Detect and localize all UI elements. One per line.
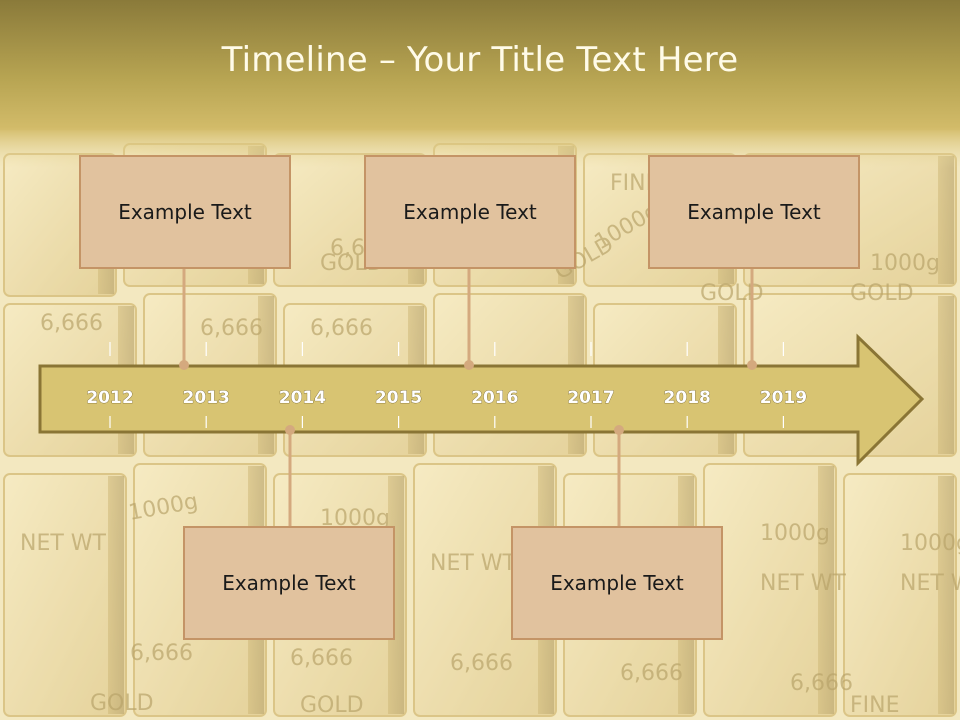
gold-bar-engraving: GOLD [850, 281, 914, 306]
event-box-4[interactable]: Example Text [183, 526, 395, 640]
gold-bar-engraving: 6,666 [450, 651, 513, 676]
event-connector-dot [179, 360, 189, 370]
event-box-5[interactable]: Example Text [511, 526, 723, 640]
gold-bar-engraving: 6,666 [290, 646, 353, 671]
event-connector-dot [614, 425, 624, 435]
gold-bar-engraving: NET WT [900, 571, 960, 596]
gold-bar-shadow [108, 476, 124, 714]
gold-bar-engraving: GOLD [700, 281, 764, 306]
year-label: 2018 [664, 388, 711, 408]
gold-bar-engraving: NET WT [430, 551, 517, 576]
gold-bar-shadow [938, 296, 954, 454]
gold-bar-shadow [938, 156, 954, 284]
gold-bar-shadow [818, 466, 834, 714]
event-box-1[interactable]: Example Text [79, 155, 291, 269]
year-label: 2016 [471, 388, 518, 408]
timeline-arrow [38, 333, 925, 467]
year-label: 2015 [375, 388, 422, 408]
gold-bar-engraving: 6,666 [200, 316, 263, 341]
gold-bar-engraving: 6,666 [790, 671, 853, 696]
gold-bar-engraving: 1000g [900, 531, 960, 556]
event-box-3[interactable]: Example Text [648, 155, 860, 269]
gold-bar-shadow [938, 476, 954, 714]
gold-bar-engraving: 1000g [760, 521, 830, 546]
gold-bar-engraving: NET WT [20, 531, 107, 556]
gold-bar-engraving: FINE [850, 693, 900, 718]
gold-bar-engraving: GOLD [300, 693, 364, 718]
gold-bar-shape [843, 473, 957, 717]
event-box-2[interactable]: Example Text [364, 155, 576, 269]
year-label: 2017 [567, 388, 614, 408]
gold-bar-shape [3, 473, 127, 717]
gold-bar-engraving: 6,666 [40, 311, 103, 336]
gold-bar-engraving: 6,666 [130, 641, 193, 666]
year-label: 2012 [86, 388, 133, 408]
gold-bar-engraving: 6,666 [620, 661, 683, 686]
year-label: 2014 [279, 388, 326, 408]
gold-bar-engraving: 1000g [870, 251, 940, 276]
event-connector-dot [285, 425, 295, 435]
event-connector-dot [464, 360, 474, 370]
gold-bar-engraving: GOLD [90, 691, 154, 716]
slide-title: Timeline – Your Title Text Here [221, 40, 739, 80]
gold-bar-engraving: NET WT [760, 571, 847, 596]
event-connector-dot [747, 360, 757, 370]
year-label: 2019 [760, 388, 807, 408]
year-label: 2013 [183, 388, 230, 408]
gold-bar-engraving: 6,666 [310, 316, 373, 341]
